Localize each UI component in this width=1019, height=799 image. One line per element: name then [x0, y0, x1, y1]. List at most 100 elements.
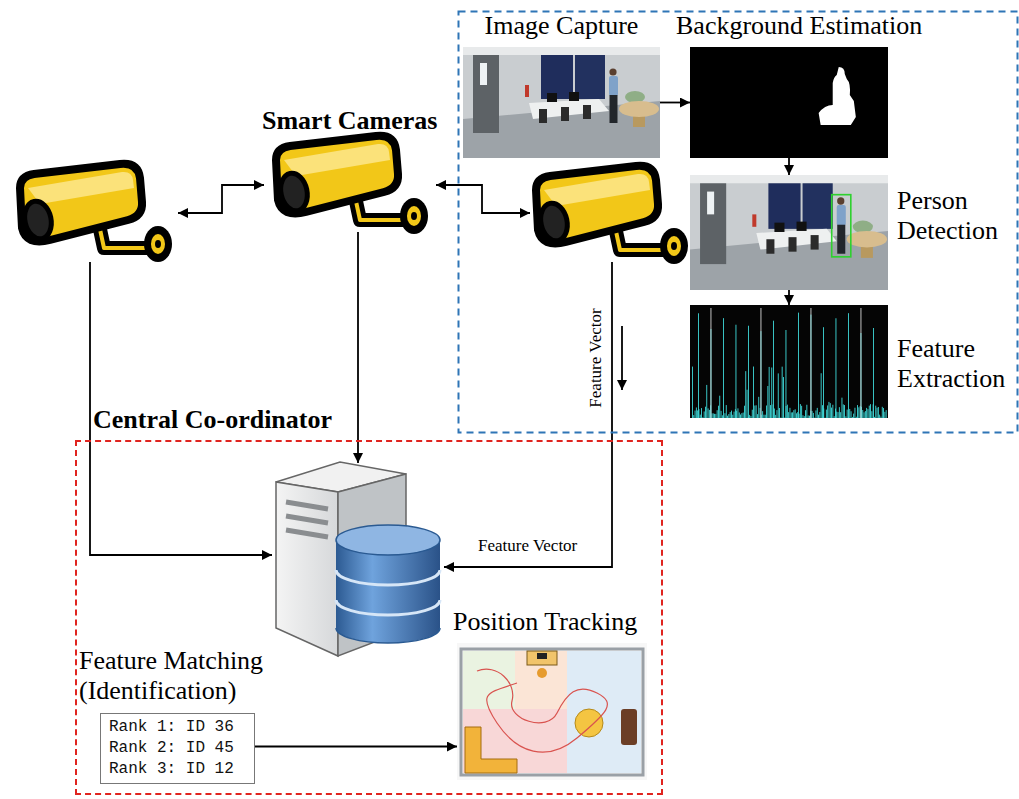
histogram-bar	[814, 417, 816, 418]
histogram-bar	[763, 415, 765, 418]
histogram-bar	[728, 414, 730, 418]
histogram-image	[690, 305, 888, 418]
histogram-bar	[719, 396, 721, 418]
floor-map	[567, 709, 641, 773]
histogram-bar	[824, 417, 826, 418]
histogram-bar	[816, 408, 818, 418]
capture-image	[463, 47, 660, 158]
histogram-bar	[788, 412, 790, 418]
histogram-bar	[793, 410, 795, 418]
histogram-bar	[818, 415, 820, 418]
histogram-bar	[750, 416, 752, 418]
histogram-bar	[881, 407, 883, 418]
histogram-bar	[712, 413, 714, 418]
floor-map	[537, 668, 547, 678]
flow-arrow	[788, 290, 790, 305]
histogram-bar	[877, 407, 879, 418]
histogram-bar	[727, 416, 729, 418]
histogram-bar	[875, 406, 877, 418]
histogram-bar	[876, 408, 878, 418]
camera-icon	[536, 166, 688, 264]
histogram-bar	[842, 404, 844, 418]
histogram-bar	[758, 397, 760, 418]
histogram-bar	[853, 414, 855, 418]
floor-map	[463, 709, 567, 773]
histogram-bar	[755, 405, 757, 418]
histogram-bar	[779, 408, 781, 418]
histogram-bar	[880, 417, 882, 418]
mask-image	[690, 47, 888, 158]
floor-map	[477, 669, 607, 752]
flow-arrow	[788, 158, 790, 175]
histogram-bar	[884, 412, 886, 418]
histogram-bar	[725, 405, 727, 418]
floor-map	[465, 727, 517, 773]
histogram-bar	[858, 407, 860, 418]
histogram-bar	[850, 411, 852, 418]
histogram-bar	[789, 408, 791, 418]
histogram-bar	[724, 413, 726, 418]
histogram-bar	[767, 386, 769, 418]
histogram-bar	[777, 373, 779, 418]
histogram-bar	[803, 416, 805, 418]
histogram-bar	[828, 402, 830, 418]
histogram-bar	[829, 403, 831, 418]
detection-image	[690, 175, 888, 290]
histogram-bar	[799, 404, 801, 418]
histogram-bar	[737, 408, 739, 418]
histogram-bar	[703, 411, 705, 418]
histogram-bar	[731, 411, 733, 418]
histogram-bar	[864, 411, 866, 418]
histogram-bar	[845, 416, 847, 418]
node-heading: Image Capture	[443, 11, 680, 41]
histogram-bar	[745, 371, 747, 418]
rank-entry: Rank 3: ID 12	[109, 759, 246, 780]
histogram-bar	[809, 416, 811, 418]
histogram-bar	[746, 390, 748, 418]
database-icon	[336, 628, 440, 643]
histogram-bar	[796, 413, 798, 418]
histogram-bar	[837, 412, 839, 418]
histogram-bar	[716, 410, 718, 418]
histogram-bar	[857, 405, 859, 418]
histogram-bar	[844, 405, 846, 418]
histogram-bar	[742, 413, 744, 418]
histogram-bar	[720, 411, 722, 418]
floor-map	[457, 643, 647, 780]
histogram-bar	[729, 412, 731, 418]
histogram-bar	[771, 367, 773, 418]
histogram-bar	[815, 410, 817, 418]
histogram-bar	[699, 415, 701, 418]
histogram-bar	[838, 407, 840, 418]
detection-image	[690, 175, 888, 290]
wire	[357, 232, 359, 463]
histogram-bar	[848, 313, 850, 418]
histogram-bar	[851, 417, 853, 418]
database-icon	[336, 570, 440, 585]
histogram-bar	[820, 373, 822, 418]
histogram-bar	[760, 308, 762, 418]
histogram-bar	[770, 405, 772, 418]
coordinator-frame: Feature Matching (Identification)Rank 1:…	[75, 440, 663, 795]
node-heading: Feature Matching (Identification)	[79, 646, 319, 706]
edge-label: Feature Vector	[478, 536, 577, 556]
histogram-bar	[833, 416, 835, 418]
histogram-bar	[735, 325, 737, 418]
histogram-bar	[766, 405, 768, 418]
wire	[444, 262, 612, 567]
floor-map	[567, 651, 641, 709]
histogram-bar	[840, 412, 842, 418]
histogram-bar	[701, 408, 703, 418]
histogram-bar	[706, 385, 708, 418]
histogram-bar	[753, 367, 755, 418]
mask-image	[690, 47, 888, 158]
histogram-bar	[754, 406, 756, 418]
histogram-bar	[757, 414, 759, 418]
histogram-bar	[854, 408, 856, 418]
histogram-bar	[783, 377, 785, 418]
histogram-bar	[698, 313, 700, 418]
image-panel: Feature Extraction	[690, 305, 888, 418]
histogram-bar	[802, 415, 804, 418]
histogram-bar	[819, 412, 821, 418]
histogram-bar	[798, 313, 800, 418]
